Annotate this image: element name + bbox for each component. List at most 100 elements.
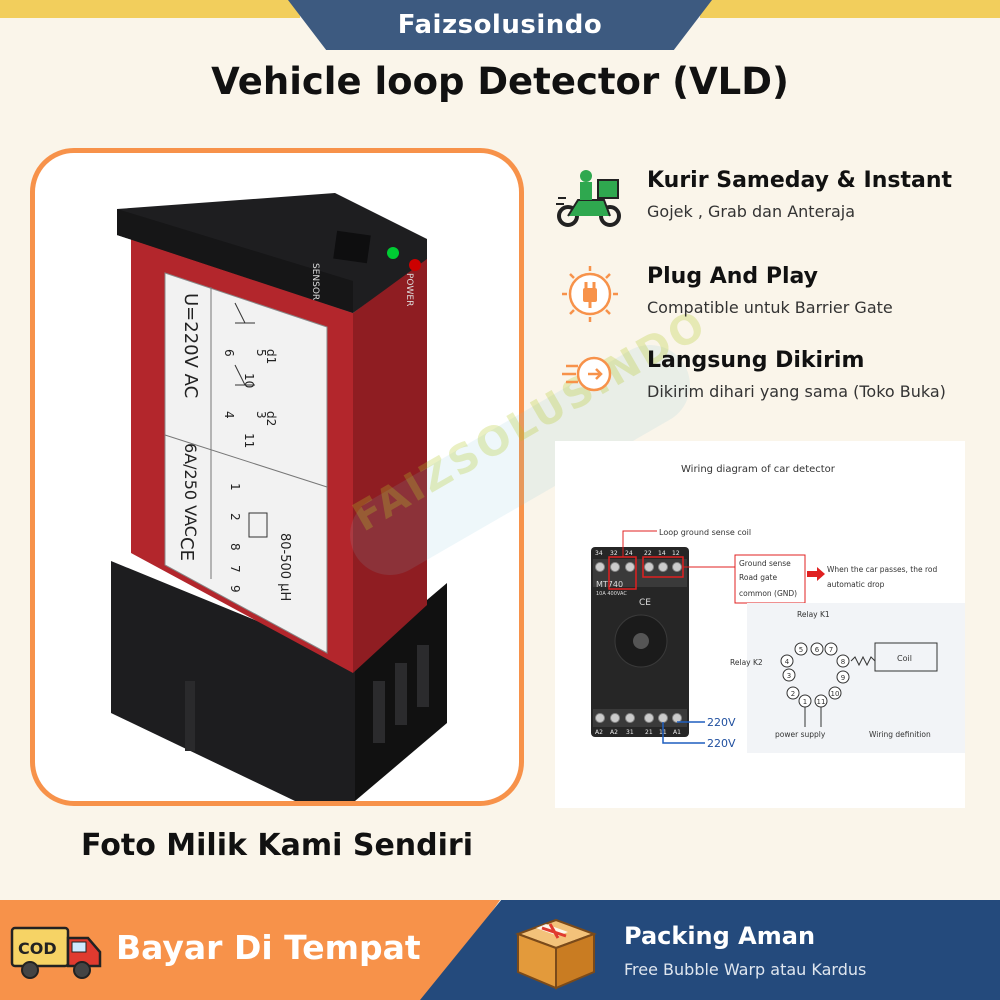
pin-label: 5: [254, 349, 268, 357]
terminal-number: 24: [625, 550, 633, 557]
ce-mark: CE: [639, 598, 651, 608]
sensor-text: SENSOR: [310, 263, 320, 300]
relay-k2-label: Relay K2: [730, 658, 763, 667]
voltage-text: U=220V AC: [180, 293, 201, 398]
loop-label: Loop ground sense coil: [659, 528, 751, 537]
terminal-number: 31: [626, 729, 634, 736]
road-gate-label: Road gate: [739, 573, 778, 582]
power-supply-label: power supply: [775, 730, 826, 739]
pin-label: 10: [242, 373, 256, 388]
rating-text: 6A/250 VAC: [181, 443, 200, 537]
base-slot: [185, 681, 195, 751]
feature-shipping: Langsung Dikirim Dikirim dihari yang sam…: [556, 348, 976, 408]
power-led: [409, 259, 421, 271]
feature-title: Kurir Sameday & Instant: [647, 168, 953, 193]
feature-title: Langsung Dikirim: [647, 348, 865, 373]
pin-label: 1: [228, 483, 242, 491]
pin-label: 8: [228, 543, 242, 551]
relay-symbol: [234, 302, 255, 324]
coil-label: Coil: [897, 654, 912, 663]
loop-leader: [622, 530, 657, 557]
pin-number: 6: [815, 646, 820, 654]
pin-label: 9: [228, 585, 242, 593]
socket-center: [633, 633, 649, 649]
pin-label: 4: [222, 411, 236, 419]
pin-label: 11: [242, 433, 256, 448]
device-top-cap-front: [117, 209, 353, 313]
feature-courier: Kurir Sameday & Instant Gojek , Grab dan…: [556, 168, 976, 228]
base-slot: [417, 645, 429, 707]
supply-wires: [804, 707, 822, 727]
pin-number: 1: [803, 698, 807, 706]
brand-name: Faizsolusindo: [397, 10, 603, 40]
page-title: Vehicle loop Detector (VLD): [211, 60, 789, 103]
terminal-number: 22: [644, 550, 652, 557]
pin-number: 5: [799, 646, 803, 654]
pin-number: 10: [831, 690, 840, 698]
power-text: POWER: [404, 273, 414, 306]
wiring-diagram-svg: Wiring diagram of car detector 34 32 24 …: [591, 464, 965, 753]
terminal-number: 14: [658, 550, 666, 557]
coil-symbol: [248, 512, 268, 538]
relay-symbol: [234, 364, 255, 386]
voltage-label-2: 220V: [707, 737, 736, 750]
feature-title: Plug And Play: [647, 264, 819, 289]
pin-number: 9: [841, 674, 845, 682]
cod-title: Bayar Di Tempat: [116, 928, 421, 967]
pin-label: 7: [228, 565, 242, 573]
relay-k1-label: Relay K1: [797, 610, 830, 619]
ground-sense-label: Ground sense: [739, 559, 791, 568]
diagram-heading: Wiring diagram of car detector: [681, 464, 836, 475]
pin-number: 7: [829, 646, 833, 654]
wiring-definition-label: Wiring definition: [869, 730, 931, 739]
note-line-2: automatic drop: [827, 580, 885, 589]
footer-bar: COD Bayar Di Tempat Packing Aman Free Bu…: [0, 900, 1000, 1000]
pin-label: 2: [228, 513, 242, 521]
inductance-text: 80-500 µH: [277, 533, 292, 601]
sensor-switch: [333, 230, 371, 264]
pin-label: 6: [222, 349, 236, 357]
cod-truck-icon: COD: [10, 926, 102, 979]
product-photo-frame: SENSOR POWER U=220V AC 6A/250 VAC CE d1 …: [30, 148, 524, 806]
pin-number: 4: [785, 658, 790, 666]
plug-icon: [562, 266, 618, 322]
common-label: common (GND): [739, 589, 797, 598]
sensor-led: [387, 247, 399, 259]
power-wires: [662, 721, 705, 744]
voltage-label-1: 220V: [707, 716, 736, 729]
pin-label: d1: [264, 349, 278, 364]
packing-title: Packing Aman: [624, 922, 816, 950]
pin-number: 11: [817, 698, 826, 706]
pin-number: 3: [787, 672, 791, 680]
ce-mark: CE: [176, 537, 197, 561]
coil-box: [874, 642, 938, 672]
packing-subtitle: Free Bubble Warp atau Kardus: [624, 960, 867, 979]
coil-wire: [850, 655, 876, 667]
feature-subtitle: Gojek , Grab dan Anteraja: [647, 202, 856, 221]
terminal-number: 34: [595, 550, 603, 557]
model-rating: 10A 400VAC: [596, 591, 627, 597]
courier-scooter-icon: [556, 170, 621, 227]
pin-number: 8: [841, 658, 845, 666]
terminal-number: A2: [610, 729, 618, 736]
terminal-number: 21: [645, 729, 653, 736]
device-body-side: [353, 257, 427, 673]
cod-badge-text: COD: [18, 939, 57, 958]
top-stripe-right: [700, 0, 1000, 18]
base-slot: [373, 681, 385, 743]
base-slot: [395, 663, 407, 725]
photo-caption: Foto Milik Kami Sendiri: [80, 828, 473, 863]
package-box-icon: [515, 918, 597, 990]
feature-subtitle: Dikirim dihari yang sama (Toko Buka): [647, 382, 946, 401]
terminal-number: 32: [610, 550, 618, 557]
packing-banner: [420, 900, 1000, 1000]
wiring-diagram: Wiring diagram of car detector 34 32 24 …: [555, 441, 965, 808]
pin-label: d2: [264, 411, 278, 426]
pin-label: 3: [254, 411, 268, 419]
terminal-number: 12: [672, 550, 680, 557]
fast-delivery-icon: [562, 356, 612, 392]
terminal-number: A2: [595, 729, 603, 736]
feature-subtitle: Compatible untuk Barrier Gate: [647, 298, 893, 317]
brand-tab: Faizsolusindo: [288, 0, 712, 50]
arrow-icon: [807, 567, 825, 581]
